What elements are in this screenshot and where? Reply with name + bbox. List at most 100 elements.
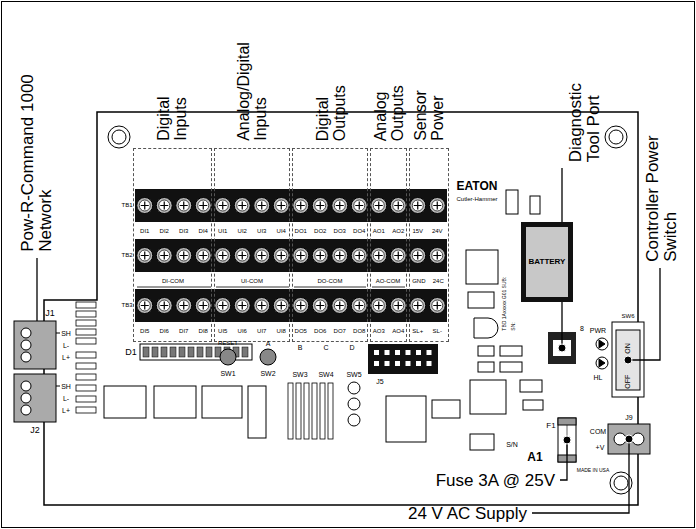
terminal-screw [176, 298, 192, 314]
terminal-screw [254, 248, 270, 264]
terminal-label: UI6 [238, 328, 247, 334]
group-heading: Digital Inputs [156, 71, 190, 141]
header-pin [374, 350, 379, 355]
leader-dot [563, 436, 571, 444]
led [161, 347, 167, 357]
terminal-screw [371, 248, 387, 264]
board-marking: L+ [62, 407, 70, 414]
terminal-screw [351, 298, 367, 314]
terminal-screw [273, 198, 289, 214]
rotary-switch [348, 398, 360, 410]
rotary-switch [348, 414, 360, 426]
terminal-screw [215, 298, 231, 314]
terminal-screw [256, 250, 267, 261]
terminal-screw [237, 300, 248, 311]
resistor-symbol [76, 302, 96, 308]
mounting-hole [609, 130, 623, 144]
terminal-screw [351, 298, 367, 314]
terminal-screw [410, 198, 426, 214]
terminal-label: GND [412, 278, 425, 284]
small-component [248, 386, 266, 438]
terminal-label: DI5 [140, 328, 149, 334]
terminal-label: AO4 [392, 328, 404, 334]
fuse [558, 418, 576, 425]
terminal-screw [178, 250, 189, 261]
terminal-screw [141, 302, 149, 310]
terminal-screw [139, 200, 150, 211]
terminal-screw [141, 202, 149, 210]
terminal-screw [195, 198, 211, 214]
terminal-screw [276, 300, 287, 311]
terminal-screw [375, 302, 383, 310]
terminal-label: DI4 [199, 228, 208, 234]
terminal-screw [336, 302, 344, 310]
terminal-strip [135, 189, 447, 222]
terminal-screw [277, 202, 285, 210]
terminal-screw [410, 298, 426, 314]
board-marking: SW4 [318, 371, 333, 378]
board-marking: TB2 [121, 252, 132, 258]
status-led [596, 357, 608, 369]
header-pin [395, 361, 400, 366]
terminal-screw [176, 198, 192, 214]
terminal-screw [375, 252, 383, 260]
terminal-screw [332, 248, 348, 264]
terminal-label: SL+ [412, 328, 423, 334]
terminal-screw [215, 298, 231, 314]
terminal-screw [312, 298, 328, 314]
resistor-symbol [76, 396, 96, 402]
terminal-screw [215, 248, 231, 264]
terminal-screw [234, 198, 250, 214]
terminal-screw [156, 248, 172, 264]
small-component [104, 386, 146, 418]
status-led [599, 359, 605, 367]
resistor-symbol [76, 352, 96, 358]
callout-label: Controller Power Switch [644, 112, 680, 262]
terminal-screw [414, 202, 422, 210]
terminal-label: UI7 [257, 328, 266, 334]
terminal-screw [332, 198, 348, 214]
terminal-label: UI1 [218, 228, 227, 234]
status-led [596, 338, 608, 350]
terminal-screw [199, 202, 207, 210]
group-heading: Analog/Digital Inputs [236, 23, 270, 141]
terminal-screw [254, 248, 270, 264]
small-component [386, 396, 426, 442]
board-marking: C [323, 344, 328, 351]
terminal-screw [371, 198, 387, 214]
terminal-screw [139, 300, 150, 311]
terminal-screw [332, 248, 348, 264]
terminal-screw [412, 300, 423, 311]
terminal-screw [394, 202, 402, 210]
terminal-screw [195, 248, 211, 264]
terminal-screw [432, 250, 443, 261]
terminal-label: DI8 [199, 328, 208, 334]
board-marking: J5 [376, 378, 383, 385]
terminal-screw [355, 252, 363, 260]
terminal-screw [273, 298, 289, 314]
terminal-group-box: Sensor Power [409, 148, 449, 342]
callout-label: 24 V AC Supply [408, 505, 527, 522]
group-heading: Sensor Power [413, 81, 447, 141]
terminal-label: DO-COM [318, 278, 343, 284]
callout-label: Diagnostic Tool Port [566, 67, 602, 162]
terminal-screw [429, 248, 445, 264]
network-terminal [21, 381, 31, 391]
board-marking: ON [624, 337, 631, 353]
terminal-screw [429, 248, 445, 264]
terminal-screw [373, 200, 384, 211]
terminal-label: AO3 [373, 328, 385, 334]
terminal-screw [334, 250, 345, 261]
terminal-screw [176, 298, 192, 314]
terminal-screw [137, 198, 153, 214]
leader-dot [558, 344, 633, 444]
board-marking: D [349, 344, 354, 351]
dip-switch [312, 383, 317, 439]
resistor-symbol [76, 302, 96, 413]
terminal-label: UI3 [257, 228, 266, 234]
network-terminal [14, 321, 60, 422]
terminal-screw [195, 298, 211, 314]
terminal-screw [316, 252, 324, 260]
terminal-screw [295, 200, 306, 211]
terminal-screw [373, 250, 384, 261]
